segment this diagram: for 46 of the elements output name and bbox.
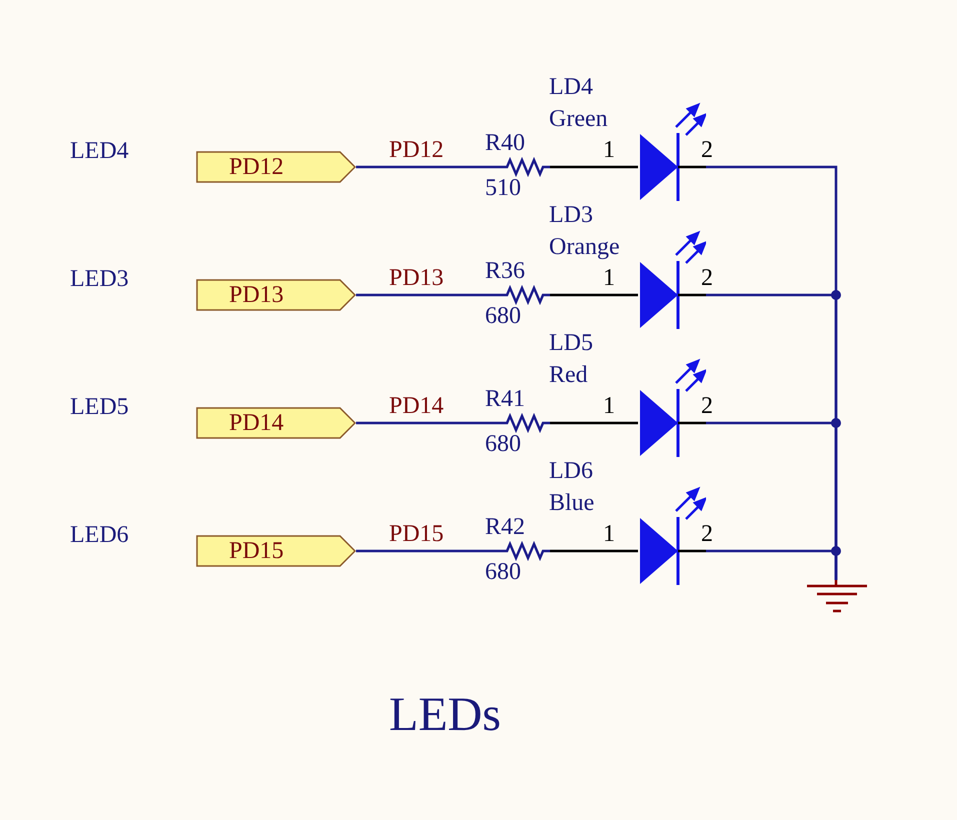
net-label: LED6: [70, 521, 129, 549]
port-label: PD13: [196, 279, 356, 311]
wire: [550, 550, 638, 552]
net-label: PD15: [389, 520, 444, 548]
component-label: Blue: [549, 489, 594, 517]
net-label: LED5: [70, 393, 129, 421]
wire: [550, 166, 638, 168]
wire: [356, 294, 497, 296]
component-label: 510: [485, 174, 521, 202]
component-label: LD6: [549, 457, 593, 485]
port-label: PD12: [196, 151, 356, 183]
component-label: R41: [485, 385, 526, 413]
component-label: R40: [485, 129, 526, 157]
wire: [356, 422, 497, 424]
pin-number: 2: [701, 136, 713, 164]
net-label: PD14: [389, 392, 444, 420]
component-label: R36: [485, 257, 526, 285]
wire: [356, 166, 497, 168]
port-label: PD15: [196, 535, 356, 567]
pin-number: 1: [603, 520, 615, 548]
component-label: Red: [549, 361, 588, 389]
title: LEDs: [389, 688, 501, 742]
component-label: 680: [485, 302, 521, 330]
pin-number: 2: [701, 264, 713, 292]
pin-number: 1: [603, 136, 615, 164]
net-label: PD13: [389, 264, 444, 292]
pin-number: 1: [603, 392, 615, 420]
wire: [706, 550, 838, 580]
component-label: 680: [485, 430, 521, 458]
component-label: Green: [549, 105, 608, 133]
pin-number: 1: [603, 264, 615, 292]
pin-number: 2: [701, 392, 713, 420]
port-label: PD14: [196, 407, 356, 439]
component-label: LD4: [549, 73, 593, 101]
component-label: LD3: [549, 201, 593, 229]
net-label: PD12: [389, 136, 444, 164]
net-label: LED3: [70, 265, 129, 293]
component-label: Orange: [549, 233, 620, 261]
component-label: 680: [485, 558, 521, 586]
net-label: LED4: [70, 137, 129, 165]
component-label: R42: [485, 513, 526, 541]
wire: [550, 422, 638, 424]
wire: [356, 550, 497, 552]
pin-number: 2: [701, 520, 713, 548]
component-label: LD5: [549, 329, 593, 357]
wire: [550, 294, 638, 296]
